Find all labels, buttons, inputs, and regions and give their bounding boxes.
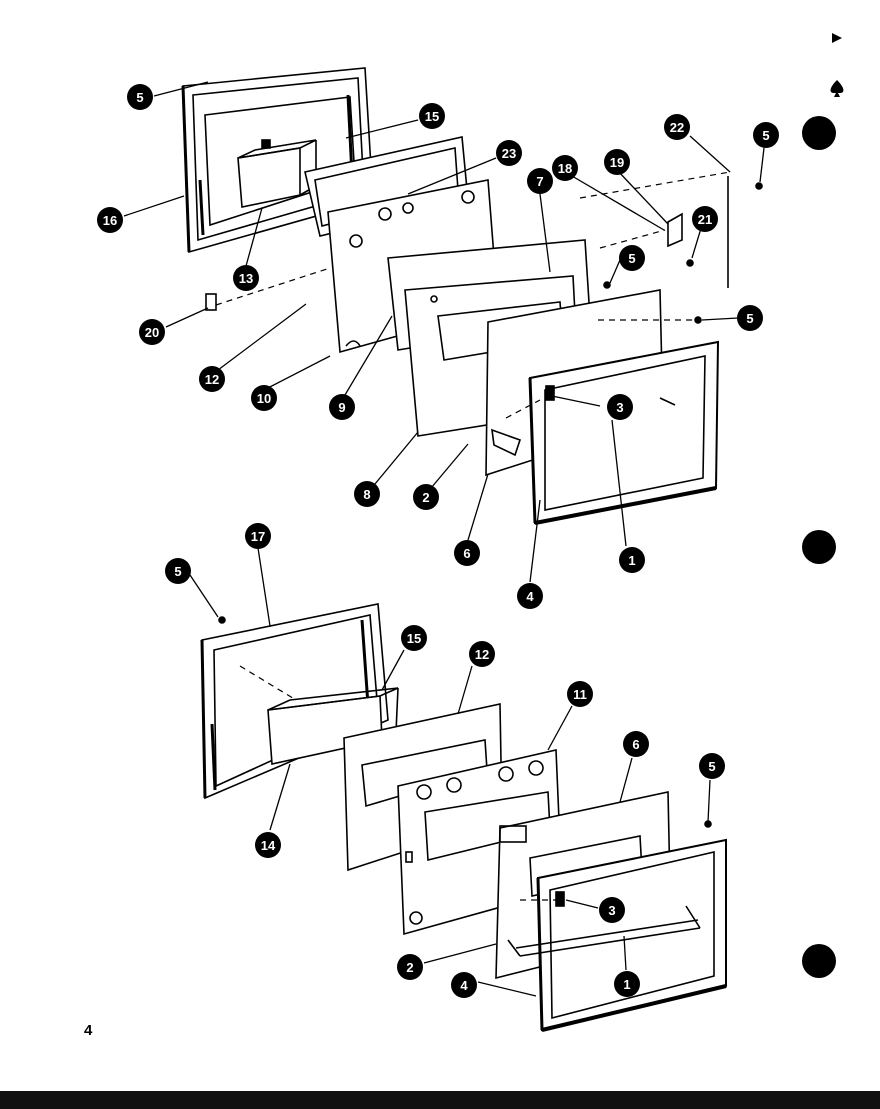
callout-upper-16: 16	[97, 207, 123, 233]
part-20-bracket	[205, 293, 217, 311]
svg-text:1: 1	[623, 977, 630, 992]
svg-text:20: 20	[145, 325, 159, 340]
svg-text:5: 5	[762, 128, 769, 143]
callout-upper-5: 5	[127, 84, 153, 110]
svg-text:2: 2	[406, 960, 413, 975]
svg-text:12: 12	[475, 647, 489, 662]
callout-upper-5b: 5	[753, 122, 779, 148]
svg-text:7: 7	[536, 174, 543, 189]
callout-upper-23: 23	[496, 140, 522, 166]
callout-upper-12: 12	[199, 366, 225, 392]
callout-lower-6: 6	[623, 731, 649, 757]
svg-text:23: 23	[502, 146, 516, 161]
binder-hole	[802, 116, 836, 150]
svg-text:6: 6	[463, 546, 470, 561]
callout-lower-14: 14	[255, 832, 281, 858]
svg-text:14: 14	[261, 838, 276, 853]
svg-text:4: 4	[526, 589, 534, 604]
triangle-mark-icon	[832, 33, 842, 43]
lower-callouts: 5 17 15 12 11 6 5 14 3 2 1 4	[165, 523, 725, 998]
svg-text:16: 16	[103, 213, 117, 228]
callout-lower-5b: 5	[699, 753, 725, 779]
svg-text:13: 13	[239, 271, 253, 286]
callout-upper-15: 15	[419, 103, 445, 129]
callout-upper-7: 7	[527, 168, 553, 194]
callout-upper-6: 6	[454, 540, 480, 566]
svg-text:3: 3	[608, 903, 615, 918]
callout-lower-17: 17	[245, 523, 271, 549]
svg-text:18: 18	[558, 161, 572, 176]
svg-text:17: 17	[251, 529, 265, 544]
svg-text:6: 6	[632, 737, 639, 752]
svg-text:22: 22	[670, 120, 684, 135]
binder-hole	[802, 944, 836, 978]
callout-upper-8: 8	[354, 481, 380, 507]
svg-text:21: 21	[698, 212, 712, 227]
callout-upper-5c: 5	[619, 245, 645, 271]
svg-text:1: 1	[628, 553, 635, 568]
svg-text:11: 11	[573, 687, 587, 702]
callout-lower-2: 2	[397, 954, 423, 980]
callout-lower-5: 5	[165, 558, 191, 584]
svg-text:5: 5	[746, 311, 753, 326]
leader-lines	[123, 81, 765, 997]
callout-upper-3: 3	[607, 394, 633, 420]
upper-callouts: 5 16 13 15 23 12 20 10 9 7 18 19 22 5 21…	[97, 84, 779, 609]
svg-text:5: 5	[708, 759, 715, 774]
upper-door-assembly	[181, 67, 763, 525]
svg-text:5: 5	[174, 564, 181, 579]
binder-hole	[802, 530, 836, 564]
callout-lower-15: 15	[401, 625, 427, 651]
svg-text:12: 12	[205, 372, 219, 387]
part-18-hinge	[667, 212, 683, 248]
callout-upper-20: 20	[139, 319, 165, 345]
svg-text:5: 5	[136, 90, 143, 105]
callout-upper-5d: 5	[737, 305, 763, 331]
svg-text:3: 3	[616, 400, 623, 415]
callout-lower-3: 3	[599, 897, 625, 923]
lower-outer-door	[507, 838, 727, 1032]
svg-text:10: 10	[257, 391, 271, 406]
callout-upper-2: 2	[413, 484, 439, 510]
callout-lower-4: 4	[451, 972, 477, 998]
callout-upper-9: 9	[329, 394, 355, 420]
callout-upper-4: 4	[517, 583, 543, 609]
callout-upper-19: 19	[604, 149, 630, 175]
callout-upper-21: 21	[692, 206, 718, 232]
page-number: 4	[84, 1022, 93, 1039]
callout-lower-12: 12	[469, 641, 495, 667]
upper-outer-door	[528, 340, 720, 525]
callout-upper-1: 1	[619, 547, 645, 573]
lower-door-assembly	[200, 603, 727, 1032]
svg-text:8: 8	[363, 487, 370, 502]
callout-upper-18: 18	[552, 155, 578, 181]
svg-text:5: 5	[628, 251, 635, 266]
svg-text:2: 2	[422, 490, 429, 505]
callout-lower-1: 1	[614, 971, 640, 997]
svg-text:15: 15	[407, 631, 421, 646]
svg-text:9: 9	[338, 400, 345, 415]
callout-upper-13: 13	[233, 265, 259, 291]
svg-text:4: 4	[460, 978, 468, 993]
callout-upper-22: 22	[664, 114, 690, 140]
svg-text:19: 19	[610, 155, 624, 170]
callout-upper-10: 10	[251, 385, 277, 411]
upper-insulation-box	[237, 139, 317, 208]
callout-lower-11: 11	[567, 681, 593, 707]
spade-mark-icon	[830, 80, 844, 97]
svg-text:15: 15	[425, 109, 439, 124]
